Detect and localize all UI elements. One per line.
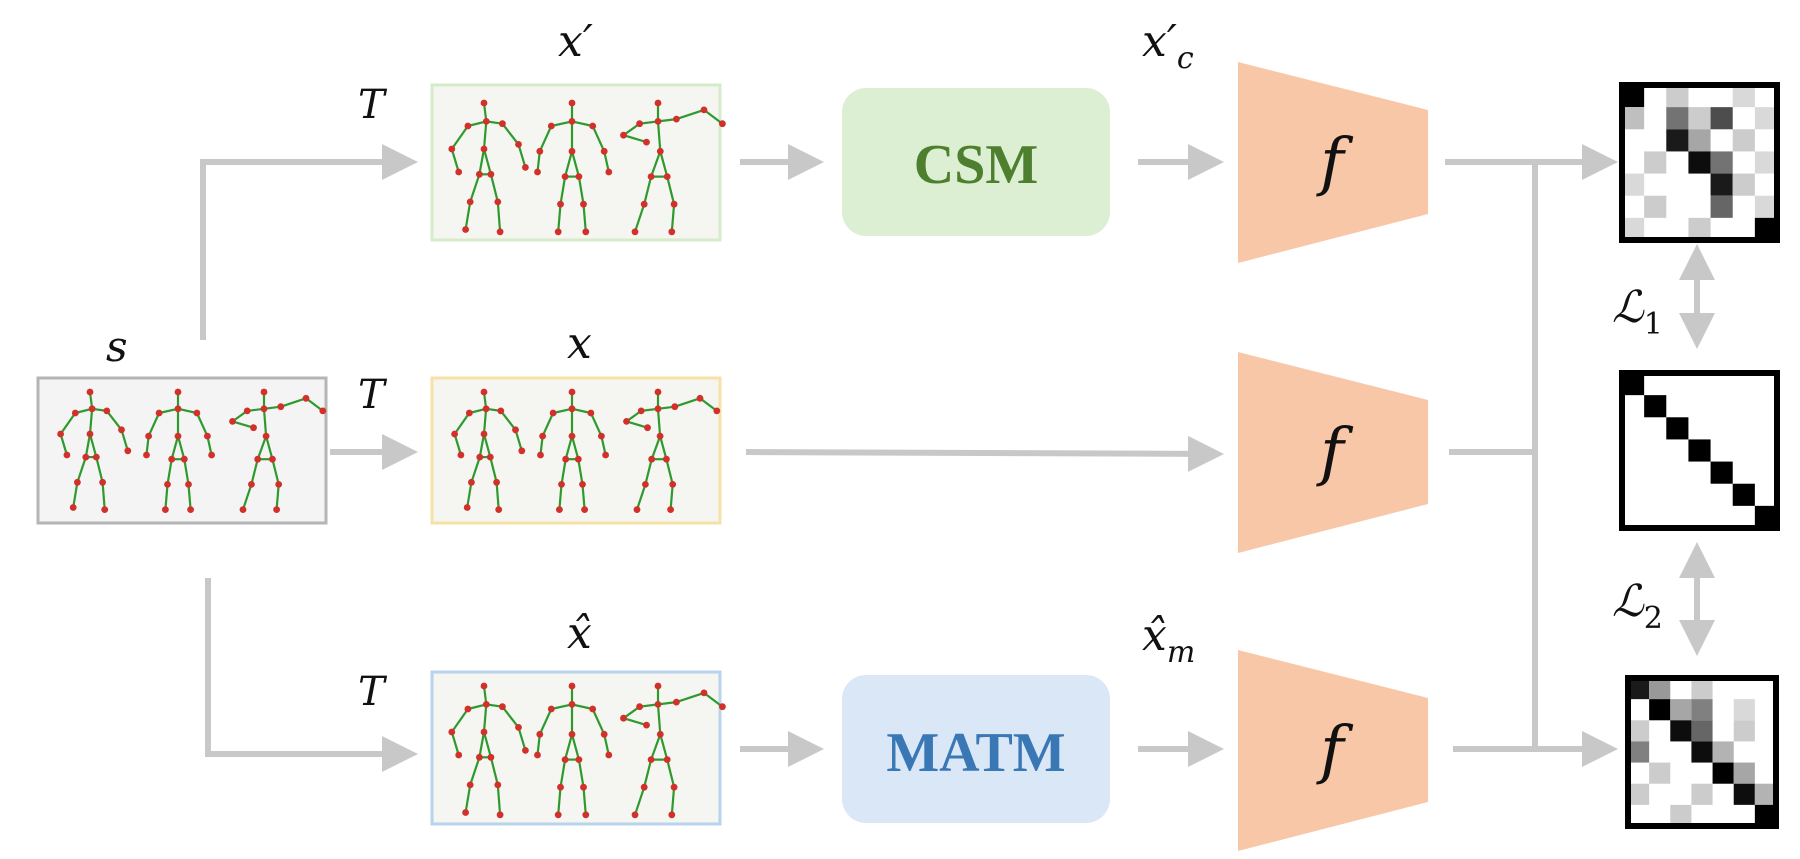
transform-label-augmented: T <box>358 82 388 128</box>
svg-text:x′c: x′c <box>1142 16 1194 76</box>
loss1-label: ℒ1 <box>1612 282 1663 342</box>
transform-label-original: T <box>358 372 388 418</box>
svg-text:ℒ1: ℒ1 <box>1612 282 1663 342</box>
matm-module: MATM <box>842 675 1110 823</box>
csm-module-label: CSM <box>914 134 1038 196</box>
encoder-middle: f <box>1238 352 1428 553</box>
matm-module-label: MATM <box>886 722 1065 784</box>
source-skeleton-panel <box>36 376 328 525</box>
similarity-matrix-bottom <box>1625 675 1779 829</box>
svg-text:x̂m: x̂m <box>1142 610 1195 670</box>
masked-view-panel <box>430 670 726 826</box>
arrow-original-to-encoder <box>745 435 1224 472</box>
csm-output-label: x′c <box>1142 16 1194 76</box>
augmented-view-panel <box>430 83 726 242</box>
csm-module: CSM <box>842 88 1110 236</box>
encoder-top: f <box>1238 62 1428 263</box>
identity-matrix <box>1619 370 1780 531</box>
arrow-source-to-masked <box>205 578 418 772</box>
encoder-bottom: f <box>1238 650 1428 851</box>
masked-view-label: x̂ <box>567 608 592 659</box>
source-label: s <box>106 322 128 371</box>
original-view-panel <box>430 376 722 525</box>
arrow-source-to-augmented <box>200 144 418 340</box>
svg-text:ℒ2: ℒ2 <box>1612 576 1663 636</box>
matm-output-label: x̂m <box>1142 610 1195 670</box>
connectors <box>200 144 1715 772</box>
loss2-label: ℒ2 <box>1612 576 1663 636</box>
transform-label-masked: T <box>358 669 388 715</box>
original-view-label: x <box>567 318 592 369</box>
similarity-matrix-top <box>1619 82 1780 243</box>
augmented-view-label: x′ <box>558 16 593 67</box>
